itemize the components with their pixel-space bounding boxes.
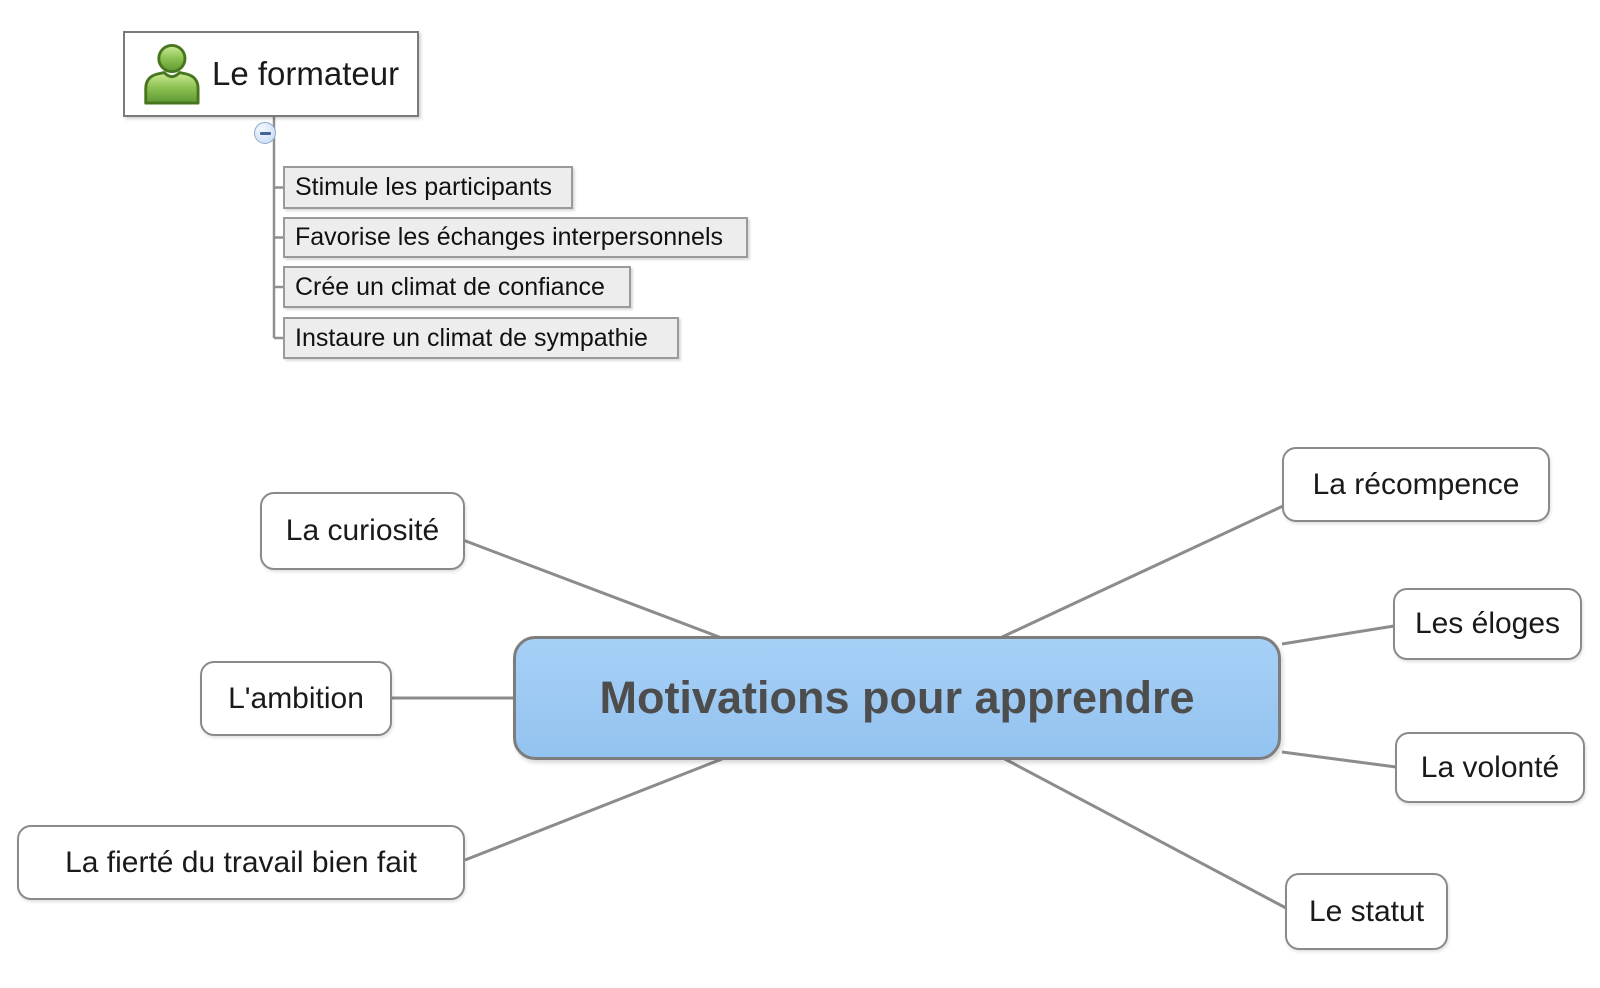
tree-connector [272, 117, 284, 340]
minus-icon [259, 131, 271, 135]
node-stimule-les-participants[interactable]: Stimule les participants [283, 166, 573, 209]
collapse-button[interactable] [254, 122, 276, 144]
topic-les-eloges[interactable]: Les éloges [1393, 588, 1582, 660]
topic-la-recompence[interactable]: La récompence [1282, 447, 1550, 522]
root-node-label: Le formateur [212, 55, 400, 92]
topic-la-volonte[interactable]: La volonté [1395, 732, 1585, 803]
node-cree-un-climat-de-confiance[interactable]: Crée un climat de confiance [283, 266, 631, 308]
topic-l-ambition[interactable]: L'ambition [200, 661, 392, 736]
node-instaure-un-climat-de-sympathie[interactable]: Instaure un climat de sympathie [283, 317, 679, 359]
person-icon [144, 43, 200, 105]
topic-le-statut[interactable]: Le statut [1285, 873, 1448, 950]
node-le-formateur[interactable]: Le formateur [123, 31, 419, 117]
central-topic[interactable]: Motivations pour apprendre [513, 636, 1281, 760]
topic-la-curiosite[interactable]: La curiosité [260, 492, 465, 570]
topic-la-fierte-du-travail[interactable]: La fierté du travail bien fait [17, 825, 465, 900]
branch-connector [392, 504, 1397, 910]
node-favorise-les-echanges[interactable]: Favorise les échanges interpersonnels [283, 217, 748, 258]
